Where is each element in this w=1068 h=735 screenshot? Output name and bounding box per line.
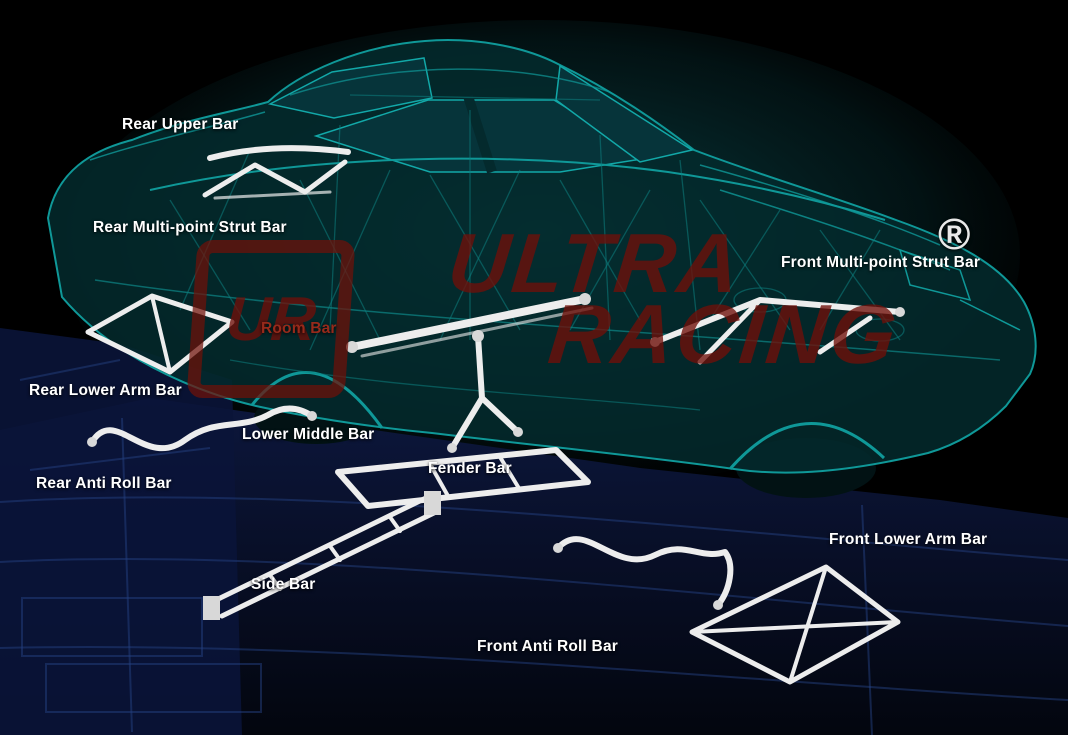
label-side-bar: Side Bar bbox=[251, 576, 316, 593]
front-lower-arm-bar-illustration bbox=[689, 564, 901, 685]
label-room-bar: Room Bar bbox=[261, 320, 337, 337]
rear-multi-point-strut-bar-illustration bbox=[202, 159, 348, 200]
rear-upper-bar-illustration bbox=[207, 145, 351, 161]
label-lower-middle-bar: Lower Middle Bar bbox=[242, 426, 375, 443]
label-rear-lower-arm-bar: Rear Lower Arm Bar bbox=[29, 382, 182, 399]
label-front-lower-arm-bar: Front Lower Arm Bar bbox=[829, 531, 988, 548]
label-rear-upper-bar: Rear Upper Bar bbox=[122, 116, 239, 133]
fender-bar-illustration bbox=[447, 330, 523, 453]
rear-anti-roll-bar-illustration bbox=[87, 405, 317, 452]
rear-lower-arm-bar-illustration bbox=[85, 293, 235, 375]
label-front-multi-point-strut-bar: Front Multi-point Strut Bar bbox=[781, 254, 981, 271]
label-rear-anti-roll-bar: Rear Anti Roll Bar bbox=[36, 475, 172, 492]
strut-bars-illustration bbox=[85, 145, 905, 685]
floor-chassis-illustration bbox=[0, 328, 1068, 735]
registered-trademark-icon: ® bbox=[938, 210, 971, 259]
label-fender-bar: Fender Bar bbox=[428, 460, 512, 477]
side-bar-illustration bbox=[203, 491, 441, 620]
front-multi-point-strut-bar-illustration bbox=[650, 297, 905, 365]
label-front-anti-roll-bar: Front Anti Roll Bar bbox=[477, 638, 618, 655]
front-anti-roll-bar-illustration bbox=[553, 536, 734, 610]
lower-middle-bar-illustration bbox=[335, 447, 591, 509]
space-frame-lattice bbox=[169, 94, 905, 411]
label-rear-multi-point-strut-bar: Rear Multi-point Strut Bar bbox=[93, 219, 287, 236]
